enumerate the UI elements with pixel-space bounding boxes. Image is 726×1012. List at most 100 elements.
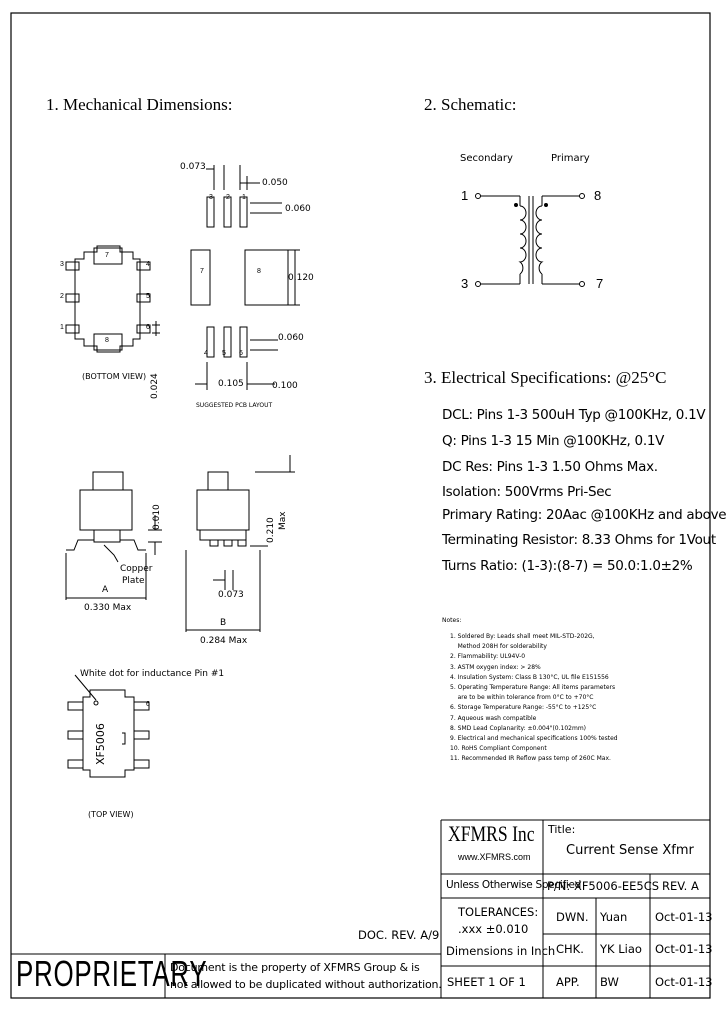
bottom-pad-3: 3 [60,261,64,268]
note-item: 3. ASTM oxygen index: > 28% [450,663,541,671]
schematic-pin-8: 8 [594,188,602,203]
dim-0-100: 0.100 [272,381,298,391]
top-view-label: (TOP VIEW) [88,810,134,819]
pcb-layout-label: SUGGESTED PCB LAYOUT [196,402,273,409]
sheet-border [10,12,711,999]
side-view-a-drawing [65,471,162,600]
dim-0-210: 0.210 [266,517,276,543]
white-dot-note: White dot for inductance Pin #1 [80,669,225,679]
dimensions-unit: Dimensions in Inch [446,944,556,958]
spec-dcl: DCL: Pins 1-3 500uH Typ @100KHz, 0.1V [442,407,706,423]
dim-0-120: 0.120 [288,273,314,283]
sheet-number: SHEET 1 OF 1 [447,975,526,989]
note-item: 7. Aqueous wash compatible [450,714,537,722]
pcb-pad-3: 3 [209,194,213,201]
bottom-view-label: (BOTTOM VIEW) [82,372,147,381]
dim-0-050: 0.050 [262,178,288,188]
pcb-pad-1: 1 [242,194,246,201]
part-number: P/N: XF5006-EE5CS [547,879,660,893]
pcb-pad-2: 2 [226,194,230,201]
notes-list: 1. Soldered By: Leads shall meet MIL-STD… [450,632,618,765]
bottom-pad-1: 1 [60,324,64,331]
pcb-pad-6: 6 [239,350,243,357]
spec-terminating-resistor: Terminating Resistor: 8.33 Ohms for 1Vou… [442,532,716,548]
spec-turns-ratio: Turns Ratio: (1-3):(8-7) = 50.0:1.0±2% [442,558,693,574]
dim-0-073: 0.073 [180,162,206,172]
doc-revision: DOC. REV. A/9 [358,928,440,942]
note-item: 8. SMD Lead Coplanarity: ±0.004"(0.102mm… [450,724,586,732]
note-item: 1. Soldered By: Leads shall meet MIL-STD… [450,633,595,651]
note-item: 2. Flammability: UL94V-0 [450,653,526,661]
bottom-pad-7: 7 [105,252,109,259]
dim-b-label: B [220,618,227,628]
dim-0-105: 0.105 [218,379,244,389]
spec-dc-res: DC Res: Pins 1-3 1.50 Ohms Max. [442,459,658,475]
pcb-pad-8: 8 [257,268,261,275]
bottom-pad-5: 5 [146,293,150,300]
schematic-pin-1: 1 [461,188,469,203]
pcb-pad-4: 4 [204,350,208,357]
name-drawn: Yuan [600,910,628,924]
bottom-view-drawing [65,245,160,353]
revision: REV. A [662,879,699,893]
title-label: Title: [548,823,576,836]
dim-a-label: A [102,585,109,595]
note-item: 10. RoHS Compliant Component [450,745,547,753]
name-approved: BW [600,975,619,989]
bottom-pad-4: 4 [146,261,150,268]
schematic-pin-3: 3 [461,276,469,291]
section-mechanical-title: 1. Mechanical Dimensions: [46,95,233,114]
section-electrical-title: 3. Electrical Specifications: @25°C [424,368,667,387]
top-view-drawing [67,674,150,778]
date-drawn: Oct-01-13 [655,910,713,924]
note-item: 11. Recommended IR Reflow pass temp of 2… [450,755,611,763]
drawing-title: Current Sense Xfmr [566,843,694,858]
disclaimer-line-2: not allowed to be duplicated without aut… [170,978,442,991]
bottom-pad-2: 2 [60,293,64,300]
top-pad-6: 6 [146,701,150,708]
pcb-pad-7: 7 [200,268,204,275]
dim-0-073-b: 0.073 [218,590,244,600]
spec-q: Q: Pins 1-3 15 Min @100KHz, 0.1V [442,433,665,449]
role-checked: CHK. [556,942,584,956]
dim-0-024: 0.024 [150,373,160,399]
role-approved: APP. [556,975,580,989]
dim-0-060-top: 0.060 [285,204,311,214]
bottom-pad-8: 8 [105,337,109,344]
copper-label: Copper [120,564,153,574]
note-item: 5. Operating Temperature Range: All item… [450,684,616,702]
role-drawn: DWN. [556,910,589,924]
dim-0-010: 0.010 [152,504,162,530]
unless-otherwise-specified: Unless Otherwise Specified [446,879,582,891]
dim-0-330-max: 0.330 Max [84,603,132,613]
company-website: www.XFMRS.com [458,852,531,862]
spec-isolation: Isolation: 500Vrms Pri-Sec [442,484,612,500]
company-name: XFMRS Inc [448,821,535,846]
schematic-primary-label: Primary [551,153,590,164]
date-approved: Oct-01-13 [655,975,713,989]
spec-primary-rating: Primary Rating: 20Aac @100KHz and above [442,507,726,523]
disclaimer-line-1: Document is the property of XFMRS Group … [170,961,420,974]
section-schematic-title: 2. Schematic: [424,95,517,114]
title-block-grid [11,819,710,998]
note-item: 4. Insulation System: Class B 130°C, UL … [450,673,609,681]
pcb-layout-drawing [190,165,300,390]
tolerances-label: TOLERANCES: [458,905,539,919]
note-item: 9. Electrical and mechanical specificati… [450,735,618,743]
note-item: 6. Storage Temperature Range: -55°C to +… [450,704,597,712]
plate-label: Plate [122,576,145,586]
part-marking: XF5006 [94,723,107,765]
bottom-pad-6: 6 [146,324,150,331]
name-checked: YK Liao [600,942,642,956]
schematic-pin-7: 7 [596,276,604,291]
pcb-pad-5: 5 [222,350,226,357]
dim-0-210-max: Max [278,511,288,530]
date-checked: Oct-01-13 [655,942,713,956]
schematic-secondary-label: Secondary [460,153,513,164]
tolerance-value: .xxx ±0.010 [458,922,529,936]
dim-0-060-bottom: 0.060 [278,333,304,343]
proprietary-label: PROPRIETARY [16,953,208,994]
notes-title: Notes: [442,617,462,624]
dim-0-284-max: 0.284 Max [200,636,248,646]
